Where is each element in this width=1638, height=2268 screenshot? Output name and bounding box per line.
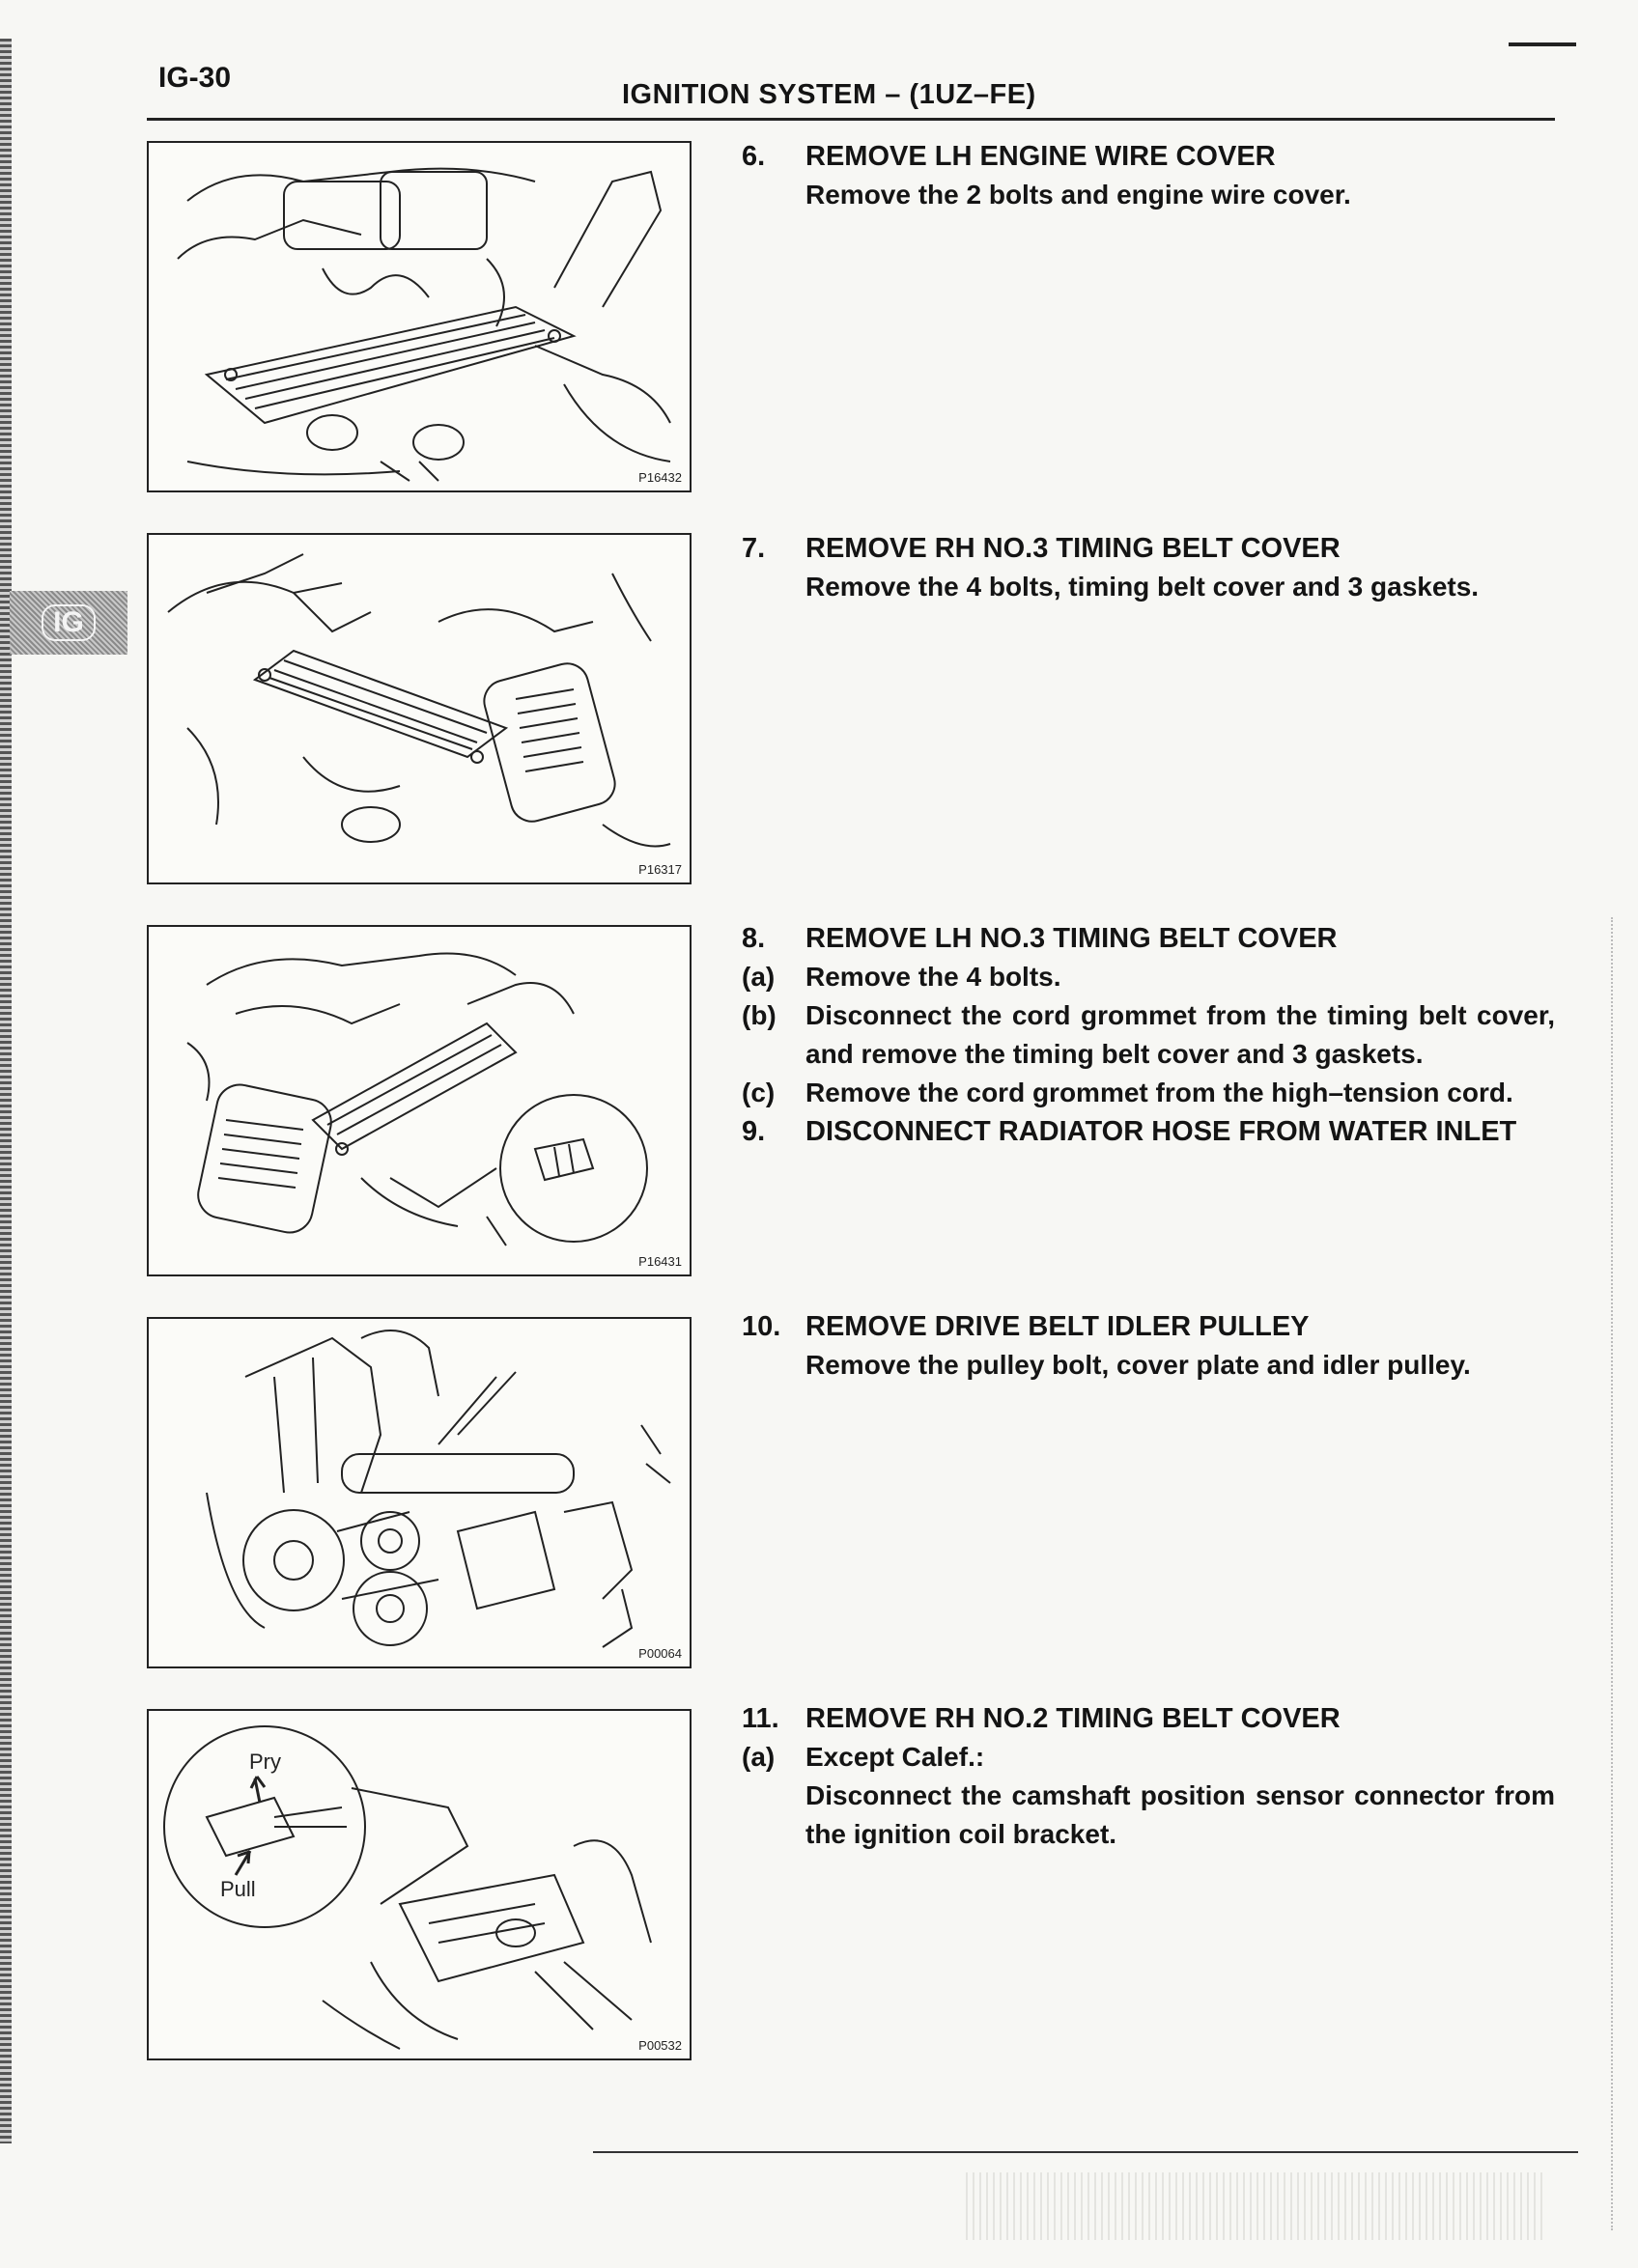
page-number: IG-30: [158, 62, 232, 94]
step-title: REMOVE DRIVE BELT IDLER PULLEY: [805, 1311, 1310, 1342]
lh-timing-belt-cover-illustration: [186, 952, 648, 1246]
step-7: 7. REMOVE RH NO.3 TIMING BELT COVER Remo…: [742, 529, 1555, 606]
step-title: REMOVE RH NO.2 TIMING BELT COVER: [805, 1703, 1341, 1734]
camshaft-sensor-connector-illustration: Pry Pull: [163, 1725, 652, 2050]
sub-step-text: Remove the 4 bolts.: [805, 962, 1061, 992]
sub-step-text: Except Calef.:: [805, 1742, 985, 1772]
sub-step-a: (a) Remove the 4 bolts.: [742, 958, 1555, 996]
step-title: REMOVE LH ENGINE WIRE COVER: [805, 141, 1276, 172]
sub-step-letter: (a): [742, 1742, 776, 1772]
engine-wire-cover-illustration: [177, 167, 671, 482]
figure-code: P16432: [638, 470, 682, 485]
figure-drive-belt-idler-pulley: P00064: [147, 1317, 692, 1668]
step-number: 7.: [742, 533, 766, 564]
step-8: 8. REMOVE LH NO.3 TIMING BELT COVER (a) …: [742, 919, 1555, 1151]
step-body: Remove the pulley bolt, cover plate and …: [805, 1350, 1471, 1380]
step-9-heading: 9. DISCONNECT RADIATOR HOSE FROM WATER I…: [742, 1112, 1555, 1151]
figure-code: P00064: [638, 1646, 682, 1661]
step-number: 8.: [742, 923, 766, 954]
step-heading: 8. REMOVE LH NO.3 TIMING BELT COVER: [742, 919, 1555, 958]
figure-code: P16317: [638, 862, 682, 877]
step-heading: 11. REMOVE RH NO.2 TIMING BELT COVER: [742, 1699, 1555, 1738]
step-6: 6. REMOVE LH ENGINE WIRE COVER Remove th…: [742, 137, 1555, 214]
step-title: REMOVE LH NO.3 TIMING BELT COVER: [805, 923, 1338, 954]
pry-label: Pry: [249, 1750, 281, 1774]
section-side-tab: IG: [10, 591, 127, 655]
header-rule: [147, 118, 1555, 121]
sub-step-letter: (c): [742, 1078, 776, 1107]
sub-step-text: Remove the cord grommet from the high–te…: [805, 1078, 1513, 1107]
sub-step-text: Disconnect the cord grommet from the tim…: [805, 1000, 1555, 1069]
sub-step-c: (c) Remove the cord grommet from the hig…: [742, 1074, 1555, 1112]
corner-mark: [1509, 42, 1576, 46]
figure-lh-no3-timing-belt-cover: P16431: [147, 925, 692, 1276]
figure-rh-no2-timing-belt-cover: Pry Pull P00532: [147, 1709, 692, 2060]
rh-timing-belt-cover-illustration: [167, 553, 671, 848]
step-body: Remove the 4 bolts, timing belt cover an…: [805, 572, 1480, 602]
step-heading: 10. REMOVE DRIVE BELT IDLER PULLEY: [742, 1307, 1555, 1346]
step-heading: 7. REMOVE RH NO.3 TIMING BELT COVER: [742, 529, 1555, 568]
step-number: 11.: [742, 1703, 779, 1734]
sub-step-letter: (a): [742, 962, 776, 992]
step-title: REMOVE RH NO.3 TIMING BELT COVER: [805, 533, 1341, 564]
figure-code: P16431: [638, 1254, 682, 1269]
step-title: DISCONNECT RADIATOR HOSE FROM WATER INLE…: [805, 1116, 1517, 1147]
step-number: 10.: [742, 1311, 781, 1342]
section-title: IGNITION SYSTEM – (1UZ–FE): [622, 79, 1036, 110]
step-body: Disconnect the camshaft position sensor …: [805, 1780, 1555, 1849]
figure-rh-no3-timing-belt-cover: P16317: [147, 533, 692, 884]
footer-rule: [593, 2151, 1578, 2153]
scan-edge-dots: [1611, 917, 1613, 2230]
sub-step-b: (b) Disconnect the cord grommet from the…: [742, 996, 1555, 1074]
side-tab-label: IG: [42, 604, 96, 641]
sub-step-a: (a) Except Calef.:: [742, 1738, 1555, 1777]
pull-label: Pull: [220, 1877, 256, 1901]
step-number: 6.: [742, 141, 766, 172]
idler-pulley-illustration: [206, 1330, 671, 1648]
figure-lh-engine-wire-cover: P16432: [147, 141, 692, 492]
step-11: 11. REMOVE RH NO.2 TIMING BELT COVER (a)…: [742, 1699, 1555, 1854]
step-number: 9.: [742, 1116, 766, 1147]
binding-edge: [0, 39, 12, 2143]
sub-step-letter: (b): [742, 1000, 777, 1030]
step-body: Remove the 2 bolts and engine wire cover…: [805, 180, 1351, 210]
step-heading: 6. REMOVE LH ENGINE WIRE COVER: [742, 137, 1555, 176]
scan-noise: [966, 2172, 1545, 2240]
figure-code: P00532: [638, 2038, 682, 2053]
step-10: 10. REMOVE DRIVE BELT IDLER PULLEY Remov…: [742, 1307, 1555, 1385]
